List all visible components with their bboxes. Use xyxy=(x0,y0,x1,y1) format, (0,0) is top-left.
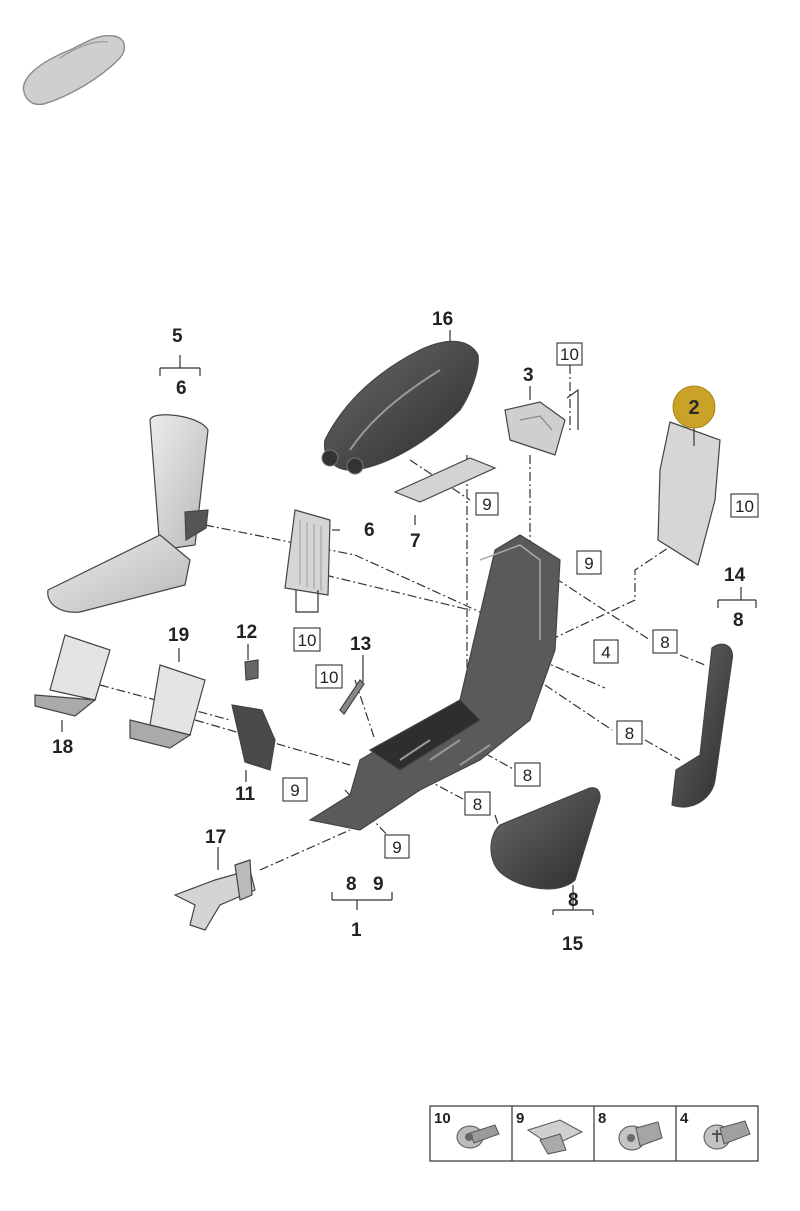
callout-5: 5 xyxy=(172,326,183,347)
svg-text:9: 9 xyxy=(482,495,491,514)
svg-text:9: 9 xyxy=(516,1110,524,1127)
svg-text:8: 8 xyxy=(523,766,532,785)
box-10-top: 10 xyxy=(556,342,583,366)
backrest-panel-part xyxy=(284,509,331,596)
box-10-left: 10 xyxy=(315,664,343,689)
callout-2-badge: 2 xyxy=(672,385,716,429)
label-brackets xyxy=(61,330,757,915)
legend-item-10: 10 xyxy=(434,1110,500,1149)
box-9-topright: 9 xyxy=(576,550,602,575)
callout-2: 2 xyxy=(688,397,699,419)
box-10-right: 10 xyxy=(730,493,759,518)
callout-19: 19 xyxy=(168,625,189,646)
end-cover-part xyxy=(490,787,601,890)
pad-19-part xyxy=(129,664,206,749)
svg-text:9: 9 xyxy=(290,781,299,800)
mount-bracket-17-part xyxy=(173,859,256,931)
svg-text:8: 8 xyxy=(625,724,634,743)
callout-17: 17 xyxy=(205,827,226,848)
callout-18: 18 xyxy=(52,737,73,758)
svg-text:10: 10 xyxy=(298,631,317,650)
box-10-mid: 10 xyxy=(293,627,321,652)
svg-text:10: 10 xyxy=(434,1110,451,1127)
fastener-legend: 10 9 8 4 xyxy=(429,1105,759,1162)
callout-8-under-1: 8 xyxy=(346,874,357,895)
svg-text:8: 8 xyxy=(473,795,482,814)
clip-12-part xyxy=(244,659,259,681)
side-trim-panel-part xyxy=(657,421,721,566)
callout-7: 7 xyxy=(410,531,421,552)
svg-text:10: 10 xyxy=(320,668,339,687)
box-9-top: 9 xyxy=(475,492,499,516)
legend-item-9: 9 xyxy=(516,1110,584,1155)
callout-13: 13 xyxy=(350,634,371,655)
callout-6-seat: 6 xyxy=(176,378,187,399)
callout-6-panel: 6 xyxy=(364,520,375,541)
svg-text:10: 10 xyxy=(735,497,754,516)
svg-text:10: 10 xyxy=(560,345,579,364)
car-thumbnail-icon xyxy=(22,34,125,106)
svg-text:4: 4 xyxy=(680,1110,689,1127)
svg-text:8: 8 xyxy=(660,633,669,652)
svg-text:9: 9 xyxy=(584,554,593,573)
box-8-a: 8 xyxy=(652,629,678,654)
callout-1: 1 xyxy=(351,920,362,941)
cover-plate-part xyxy=(393,457,497,503)
box-4: 4 xyxy=(593,639,619,664)
callout-8-under-15: 8 xyxy=(568,890,579,911)
legend-item-4: 4 xyxy=(680,1110,751,1150)
callout-16: 16 xyxy=(432,309,453,330)
pad-18-part xyxy=(34,634,111,717)
armrest-hinge-part xyxy=(321,340,479,475)
box-8-d: 8 xyxy=(464,791,491,816)
torx-screw-icon xyxy=(703,1120,751,1150)
screw-icon xyxy=(456,1124,500,1149)
bolt-13-part xyxy=(339,679,365,715)
center-console-part xyxy=(308,534,561,831)
callout-12: 12 xyxy=(236,622,257,643)
svg-text:9: 9 xyxy=(392,838,401,857)
callout-14: 14 xyxy=(724,565,746,586)
rear-seat-part xyxy=(47,414,209,613)
clip-nut-icon xyxy=(526,1119,584,1155)
legend-item-8: 8 xyxy=(598,1110,663,1151)
box-8-c: 8 xyxy=(514,762,541,787)
callout-9-under-1: 9 xyxy=(373,874,384,895)
svg-text:4: 4 xyxy=(601,643,610,662)
callout-3: 3 xyxy=(523,365,534,386)
callout-11: 11 xyxy=(235,784,256,805)
bracket-11-part xyxy=(231,704,276,771)
callout-15: 15 xyxy=(562,934,584,955)
spacer-screw-icon xyxy=(618,1121,663,1151)
right-trim-part xyxy=(671,643,734,808)
box-9-left: 9 xyxy=(282,777,308,802)
box-9-bottom: 9 xyxy=(384,834,410,859)
svg-text:8: 8 xyxy=(598,1110,606,1127)
box-8-b: 8 xyxy=(616,720,643,745)
callout-8-under-14: 8 xyxy=(733,610,744,631)
control-module-part xyxy=(504,401,566,456)
